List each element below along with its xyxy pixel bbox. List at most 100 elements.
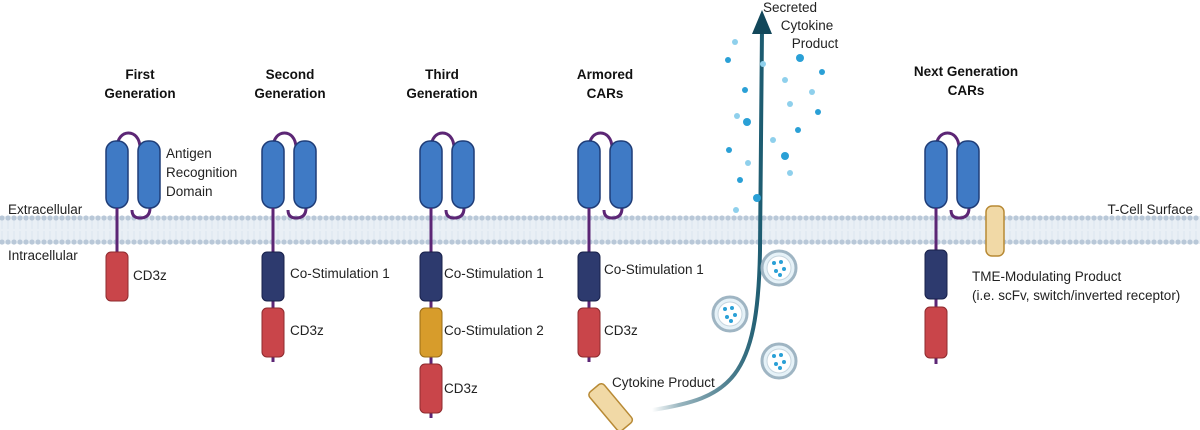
lipid-head — [647, 239, 653, 245]
lipid-head — [197, 239, 203, 245]
cytokine-dot — [774, 362, 778, 366]
lipid-head — [59, 239, 65, 245]
lipid-head — [89, 239, 95, 245]
lipid-head — [383, 239, 389, 245]
lipid-head — [629, 215, 635, 221]
lipid-head — [0, 239, 5, 245]
lipid-head — [515, 215, 521, 221]
lipid-head — [251, 239, 257, 245]
lipid-head — [551, 239, 557, 245]
lipid-head — [245, 239, 251, 245]
lipid-head — [1019, 239, 1025, 245]
cytokine-dot — [779, 353, 783, 357]
lipid-head — [287, 239, 293, 245]
lipid-head — [581, 239, 587, 245]
lipid-head — [545, 215, 551, 221]
lipid-head — [977, 215, 983, 221]
lipid-head — [1091, 215, 1097, 221]
lipid-head — [1163, 239, 1169, 245]
lipid-head — [659, 215, 665, 221]
secreted-cytokine-dot — [770, 137, 776, 143]
lipid-head — [497, 239, 503, 245]
lipid-head — [419, 215, 425, 221]
lipid-head — [899, 215, 905, 221]
lipid-head — [101, 239, 107, 245]
second-generation-title-line-2: Generation — [254, 86, 325, 101]
lipid-head — [221, 239, 227, 245]
lipid-head — [641, 215, 647, 221]
lipid-head — [371, 239, 377, 245]
lipid-head — [569, 215, 575, 221]
lipid-head — [869, 239, 875, 245]
secreted-cytokine-dot — [787, 170, 793, 176]
lipid-head — [869, 215, 875, 221]
lipid-head — [797, 239, 803, 245]
lipid-head — [701, 239, 707, 245]
lipid-head — [467, 239, 473, 245]
lipid-head — [221, 215, 227, 221]
lipid-head — [431, 239, 437, 245]
lipid-head — [827, 215, 833, 221]
lipid-head — [491, 239, 497, 245]
secreted-cytokine-dot — [782, 77, 788, 83]
lipid-head — [41, 215, 47, 221]
first-generation-title-line-2: Generation — [104, 86, 175, 101]
lipid-head — [83, 239, 89, 245]
lipid-head — [659, 239, 665, 245]
lipid-head — [329, 239, 335, 245]
lipid-head — [1115, 239, 1121, 245]
lipid-head — [953, 239, 959, 245]
lipid-head — [1025, 215, 1031, 221]
lipid-head — [455, 239, 461, 245]
lipid-head — [65, 215, 71, 221]
lipid-head — [35, 215, 41, 221]
lipid-head — [149, 239, 155, 245]
lipid-head — [509, 239, 515, 245]
lipid-head — [203, 215, 209, 221]
lipid-head — [425, 215, 431, 221]
lipid-head — [461, 215, 467, 221]
lipid-head — [317, 215, 323, 221]
lipid-head — [923, 215, 929, 221]
lipid-head — [1109, 239, 1115, 245]
lipid-head — [389, 215, 395, 221]
cd3z-label: CD3z — [604, 323, 638, 338]
secreted-cytokine-dot — [760, 61, 766, 67]
lipid-head — [851, 239, 857, 245]
lipid-head — [1061, 239, 1067, 245]
lipid-head — [509, 215, 515, 221]
scfv-heavy-chain — [419, 140, 443, 209]
lipid-head — [311, 239, 317, 245]
armored-car: Armored CARs Co-Stimulation 1 CD3z Cytok… — [577, 67, 715, 430]
lipid-head — [1157, 239, 1163, 245]
vesicle — [760, 342, 798, 380]
secreted-cytokine-label-line-3: Product — [792, 36, 839, 51]
cytokine-dot — [782, 267, 786, 271]
lipid-head — [647, 215, 653, 221]
cytokine-dot — [774, 269, 778, 273]
lipid-head — [293, 239, 299, 245]
lipid-head — [539, 215, 545, 221]
secreted-cytokine-dot — [796, 54, 804, 62]
lipid-head — [683, 215, 689, 221]
costimulation-1-domain — [577, 251, 601, 302]
lipid-head — [899, 239, 905, 245]
lipid-head — [353, 215, 359, 221]
cytokine-vesicles — [711, 249, 798, 380]
lipid-head — [77, 239, 83, 245]
lipid-head — [275, 239, 281, 245]
lipid-head — [563, 215, 569, 221]
lipid-head — [905, 215, 911, 221]
lipid-head — [5, 215, 11, 221]
next-generation-car: Next Generation CARs TME-Modulating Prod… — [914, 64, 1180, 364]
secretion-pathway — [651, 10, 772, 412]
lipid-head — [275, 215, 281, 221]
lipid-head — [791, 215, 797, 221]
lipid-head — [389, 239, 395, 245]
lipid-head — [17, 215, 23, 221]
lipid-head — [1043, 215, 1049, 221]
lipid-head — [761, 215, 767, 221]
lipid-head — [785, 215, 791, 221]
lipid-head — [827, 239, 833, 245]
lipid-head — [383, 215, 389, 221]
